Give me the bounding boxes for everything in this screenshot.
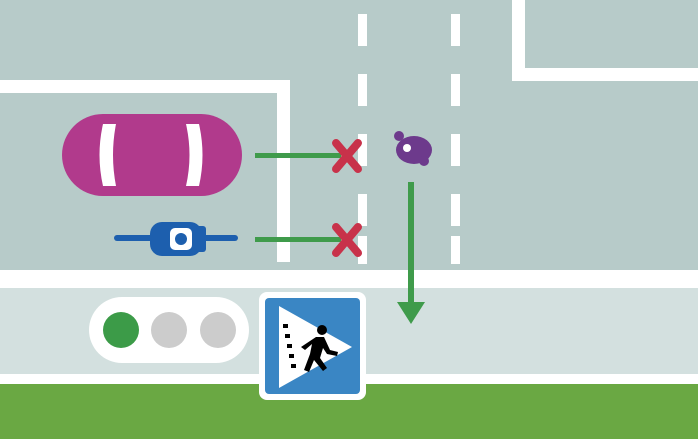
- traffic-light-lamp-off: [200, 312, 236, 348]
- curb-line: [0, 270, 698, 288]
- pedestrian-icon: [394, 131, 432, 166]
- pedestrian-crossing-sign-icon: [259, 292, 366, 400]
- motorcycle-icon: [114, 222, 238, 256]
- dashed-lane-line-2: [451, 14, 460, 264]
- traffic-light-lamp-green: [103, 312, 139, 348]
- stop-cross-icon-motorcycle: [332, 223, 362, 257]
- stop-cross-icon-car: [332, 139, 362, 173]
- traffic-light-lamp-off: [151, 312, 187, 348]
- moto-arrow-line: [255, 237, 341, 242]
- dashed-lane-line-1: [358, 14, 367, 264]
- traffic-light: [89, 297, 249, 363]
- car-icon: [62, 114, 242, 196]
- pedestrian-direction-arrow: [397, 182, 425, 324]
- road-edge-top-right: [512, 0, 698, 81]
- car-arrow-line: [255, 153, 341, 158]
